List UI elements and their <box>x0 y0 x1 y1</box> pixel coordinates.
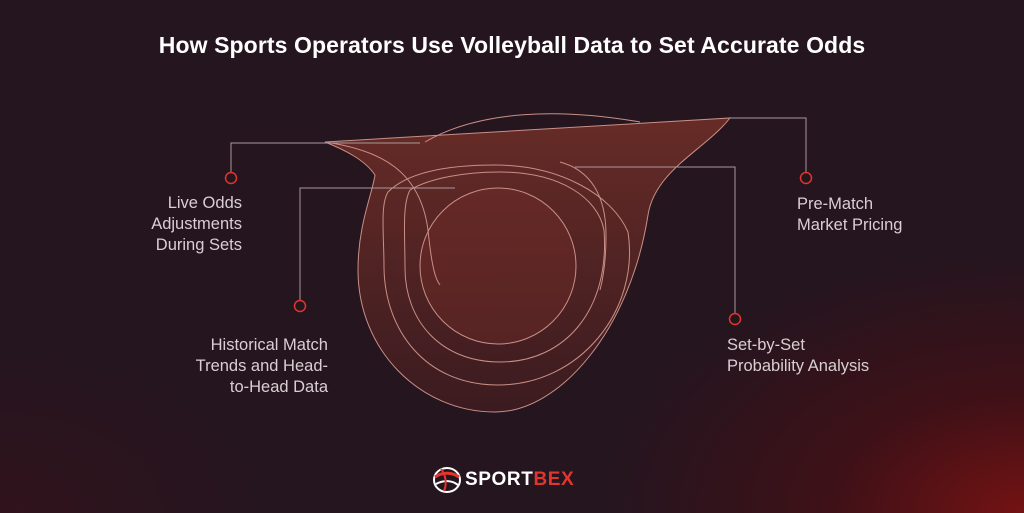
label-live-odds-line-3: During Sets <box>155 236 242 254</box>
inner-ring <box>403 171 606 363</box>
label-pre-match: Pre-Match Market Pricing <box>797 194 967 236</box>
core-circle <box>419 187 577 345</box>
funnel-top-arc <box>424 113 641 143</box>
connector-set-by-set <box>575 166 736 313</box>
label-live-odds-line-2: Adjustments <box>151 215 242 233</box>
label-pre-match-line-2: Market Pricing <box>797 216 903 234</box>
loop-line-right <box>559 161 607 291</box>
label-pre-match-line-1: Pre-Match <box>797 195 874 213</box>
label-historical-line-3: to-Head Data <box>229 378 328 396</box>
connector-live-odds <box>230 142 420 172</box>
connector-historical <box>299 187 455 300</box>
label-set-by-set: Set-by-Set Probability Analysis <box>727 335 927 377</box>
label-historical: Historical Match Trends and Head- to-Hea… <box>140 335 328 398</box>
sportbex-logo: SPORTBEX <box>432 465 574 495</box>
logo-main-text: SPORT <box>465 469 534 490</box>
connector-dot-set-by-set <box>728 312 742 326</box>
logo-accent-text: BEX <box>533 469 575 490</box>
connector-dot-historical <box>293 299 307 313</box>
label-live-odds-line-1: Live Odds <box>167 194 242 212</box>
connector-pre-match <box>730 117 807 172</box>
label-set-by-set-line-1: Set-by-Set <box>727 336 805 354</box>
loop-line-left <box>324 141 441 286</box>
sportbex-ball-icon <box>433 467 461 493</box>
connector-dot-live-odds <box>224 171 238 185</box>
sportbex-wordmark: SPORTBEX <box>465 469 574 491</box>
label-historical-line-1: Historical Match <box>210 336 328 354</box>
infographic-title: How Sports Operators Use Volleyball Data… <box>158 32 866 58</box>
label-set-by-set-line-2: Probability Analysis <box>727 357 870 375</box>
middle-ring <box>382 164 630 386</box>
label-live-odds: Live Odds Adjustments During Sets <box>100 193 242 256</box>
connector-dot-pre-match <box>799 171 813 185</box>
label-historical-line-2: Trends and Head- <box>195 357 328 375</box>
funnel-outer-shape <box>324 117 732 413</box>
